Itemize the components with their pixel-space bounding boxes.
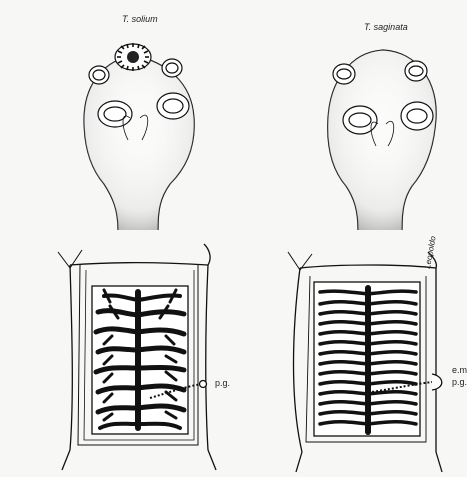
solium-uterus: [96, 290, 184, 428]
label-t-saginata: T. saginata: [364, 23, 408, 32]
label-t-solium: T. solium: [122, 15, 158, 24]
label-genital-pore-right: p.g.: [452, 378, 467, 387]
saginata-proglottid: [288, 252, 442, 472]
solium-proglottid: [58, 244, 216, 470]
solium-scolex: [84, 43, 194, 230]
label-em-right: e.m.: [452, 366, 467, 375]
saginata-scolex: [328, 50, 436, 230]
label-genital-pore-left: p.g.: [215, 379, 230, 388]
